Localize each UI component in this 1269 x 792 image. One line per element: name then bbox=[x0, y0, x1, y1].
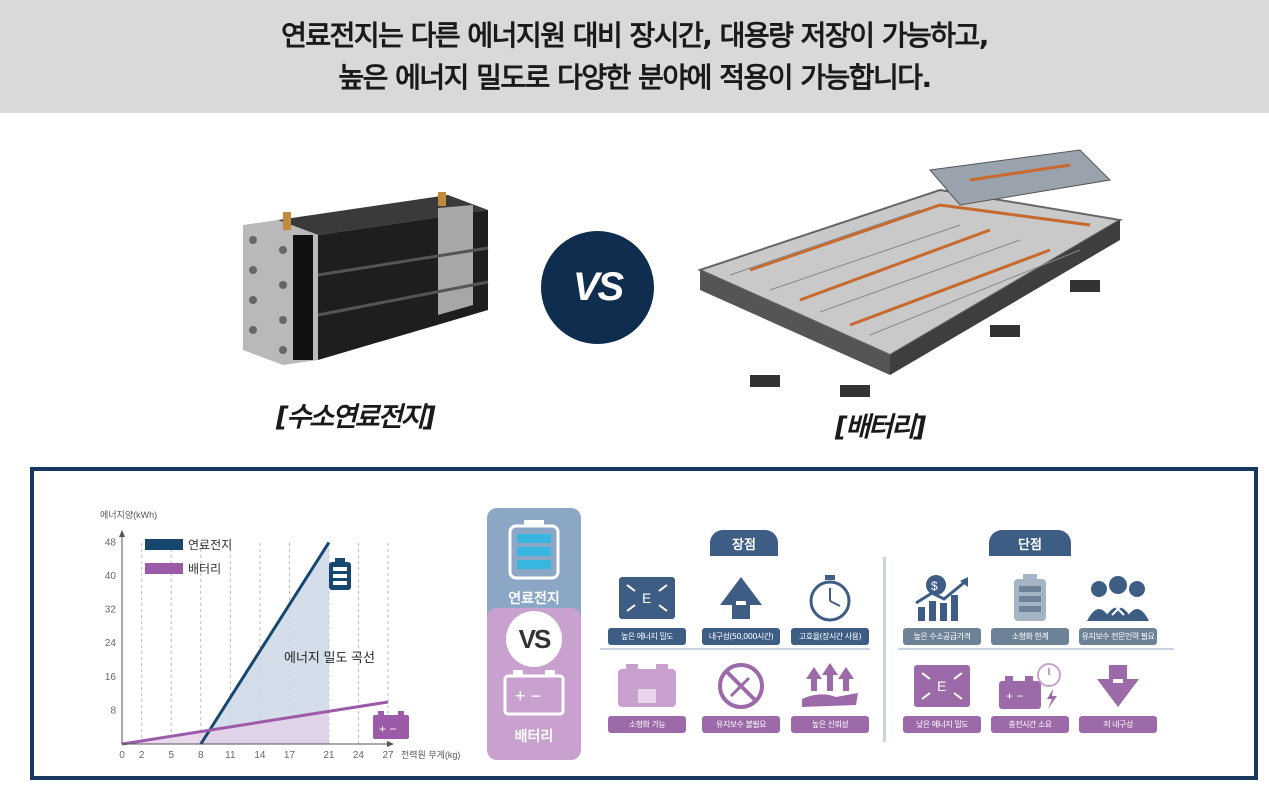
con-fuel-cell-2: 소형화 한계 bbox=[991, 572, 1069, 645]
fuel-cell-stack-image bbox=[243, 192, 489, 365]
specialist-workers-icon bbox=[1085, 572, 1151, 624]
legend-fuel-cell-label: 연료전지 bbox=[188, 538, 232, 552]
battery-pack-image bbox=[697, 149, 1123, 397]
x-tick-3: 8 bbox=[198, 750, 204, 761]
pros-divider bbox=[600, 648, 870, 650]
pro-fuel-cell-1-label: 높은 에너지 밀도 bbox=[608, 628, 686, 645]
x-tick-7: 21 bbox=[323, 750, 335, 761]
y-tick-4: 40 bbox=[105, 571, 117, 582]
x-tick-5: 14 bbox=[254, 750, 266, 761]
reliability-hand-icon bbox=[797, 660, 863, 712]
con-battery-3: 저 내구성 bbox=[1079, 660, 1157, 733]
rising-cost-icon: $ bbox=[909, 572, 975, 624]
pro-fuel-cell-1: E 높은 에너지 밀도 bbox=[608, 572, 686, 645]
energy-density-icon: E bbox=[614, 572, 680, 624]
vs-badge: VS bbox=[541, 231, 654, 344]
con-fuel-cell-1-label: 높은 수소공급가격 bbox=[903, 628, 981, 645]
con-fuel-cell-3-label: 유지보수 전문인력 필요 bbox=[1079, 628, 1157, 645]
small-battery-icon bbox=[614, 660, 680, 712]
battery-icon: + − bbox=[503, 670, 565, 716]
fuel-cell-marker-icon bbox=[329, 558, 351, 590]
legend-battery-label: 배터리 bbox=[188, 562, 221, 576]
fuel-cell-battery-icon bbox=[508, 520, 560, 580]
x-tick-9: 27 bbox=[382, 750, 394, 761]
legend-fuel-cell-swatch bbox=[145, 539, 183, 550]
pros-cons-divider bbox=[883, 557, 886, 742]
x-tick-1: 2 bbox=[139, 750, 145, 761]
con-battery-2: + − 충전시간 소요 bbox=[991, 660, 1069, 733]
y-tick-0: 8 bbox=[110, 705, 116, 716]
energy-density-chart: 0 2 5 8 11 14 17 21 24 27 8 16 24 32 40 48 에너지양(kWh) 전… bbox=[100, 510, 460, 761]
con-battery-3-label: 저 내구성 bbox=[1079, 716, 1157, 733]
legend-battery-swatch bbox=[145, 563, 183, 574]
pro-battery-3: 높은 신뢰성 bbox=[791, 660, 869, 733]
pro-fuel-cell-2-label: 내구성(50,000시간) bbox=[702, 628, 780, 645]
x-tick-0: 0 bbox=[119, 750, 125, 761]
x-tick-6: 17 bbox=[284, 750, 296, 761]
pro-fuel-cell-3: 고효율(장시간 사용) bbox=[791, 572, 869, 645]
header-line-2: 높은 에너지 밀도로 다양한 분야에 적용이 가능합니다. bbox=[338, 60, 932, 94]
series-line-1 bbox=[121, 700, 389, 746]
cons-divider bbox=[898, 648, 1174, 650]
svg-text:+ −: + − bbox=[515, 686, 541, 706]
svg-text:+ −: + − bbox=[379, 722, 396, 736]
charging-time-icon: + − bbox=[997, 660, 1063, 712]
pro-battery-2: 유지보수 불필요 bbox=[702, 660, 780, 733]
x-tick-labels: 0 2 5 8 11 14 17 21 24 27 bbox=[119, 750, 394, 761]
con-battery-1: E 낮은 에너지 밀도 bbox=[903, 660, 981, 733]
x-axis-label: 전력원 무게(kg) bbox=[401, 749, 460, 760]
pro-battery-1-label: 소형화 가능 bbox=[608, 716, 686, 733]
pro-battery-3-label: 높은 신뢰성 bbox=[791, 716, 869, 733]
pro-fuel-cell-3-label: 고효율(장시간 사용) bbox=[791, 628, 869, 645]
low-density-icon: E bbox=[909, 660, 975, 712]
pro-battery-2-label: 유지보수 불필요 bbox=[702, 716, 780, 733]
y-axis-label: 에너지양(kWh) bbox=[100, 510, 157, 520]
side-fuel-cell-label: 연료전지 bbox=[508, 591, 560, 607]
size-limit-battery-icon bbox=[997, 572, 1063, 624]
pro-fuel-cell-2: 내구성(50,000시간) bbox=[702, 572, 780, 645]
svg-text:E: E bbox=[642, 590, 651, 606]
y-tick-5: 48 bbox=[105, 537, 117, 548]
low-durability-arrow-icon bbox=[1085, 660, 1151, 712]
x-tick-8: 24 bbox=[353, 750, 365, 761]
header-banner: 연료전지는 다른 에너지원 대비 장시간, 대용량 저장이 가능하고, 높은 에… bbox=[0, 0, 1269, 113]
no-maintenance-icon bbox=[708, 660, 774, 712]
x-tick-4: 11 bbox=[225, 750, 236, 761]
chart-lines bbox=[121, 541, 389, 746]
stopwatch-icon bbox=[797, 572, 863, 624]
header-line-1: 연료전지는 다른 에너지원 대비 장시간, 대용량 저장이 가능하고, bbox=[281, 18, 989, 52]
con-battery-1-label: 낮은 에너지 밀도 bbox=[903, 716, 981, 733]
y-tick-2: 24 bbox=[105, 638, 117, 649]
cons-heading: 단점 bbox=[989, 530, 1071, 556]
vs-small-badge: VS bbox=[506, 611, 562, 667]
y-axis-arrow bbox=[119, 530, 125, 537]
x-tick-2: 5 bbox=[168, 750, 174, 761]
series-line-0 bbox=[199, 541, 331, 745]
svg-text:+ −: + − bbox=[1006, 689, 1023, 703]
x-axis-arrow bbox=[387, 741, 394, 747]
durability-arrow-icon bbox=[708, 572, 774, 624]
con-fuel-cell-2-label: 소형화 한계 bbox=[991, 628, 1069, 645]
battery-area bbox=[122, 711, 329, 744]
y-tick-labels: 8 16 24 32 40 48 bbox=[105, 537, 117, 716]
battery-marker-icon: + − bbox=[373, 711, 409, 739]
y-tick-3: 32 bbox=[105, 605, 117, 616]
con-fuel-cell-1: $ 높은 수소공급가격 bbox=[903, 572, 981, 645]
pros-heading: 장점 bbox=[710, 530, 778, 556]
svg-text:$: $ bbox=[931, 579, 938, 593]
con-fuel-cell-3: 유지보수 전문인력 필요 bbox=[1079, 572, 1157, 645]
pro-battery-1: 소형화 가능 bbox=[608, 660, 686, 733]
side-battery-label: 배터리 bbox=[514, 729, 554, 745]
svg-text:E: E bbox=[937, 678, 946, 694]
chart-annotation: 에너지 밀도 곡선 bbox=[284, 650, 375, 665]
fuel-cell-caption: [수소연료전지] bbox=[276, 402, 436, 433]
battery-caption: [배터리] bbox=[835, 412, 926, 443]
y-tick-1: 16 bbox=[105, 672, 117, 683]
con-battery-2-label: 충전시간 소요 bbox=[991, 716, 1069, 733]
